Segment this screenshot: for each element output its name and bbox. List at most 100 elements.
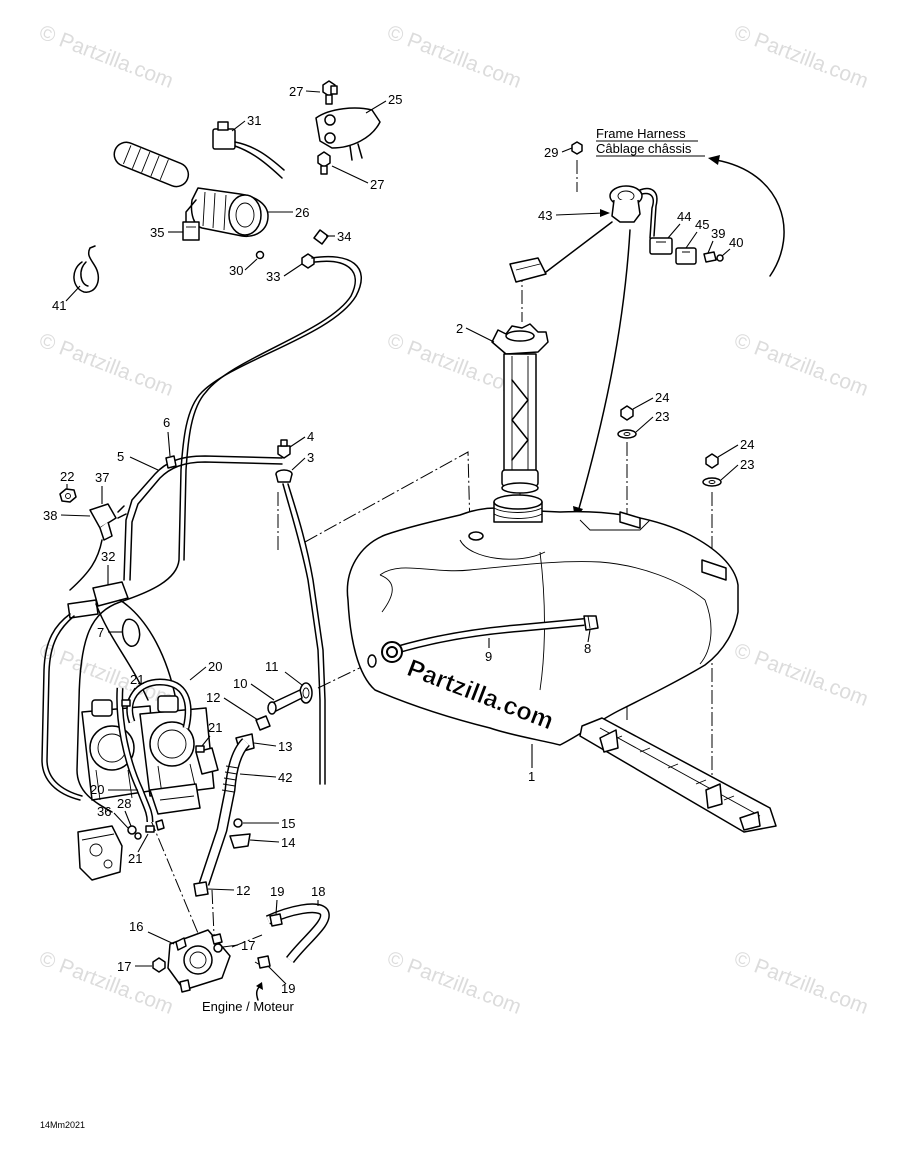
callout-label: 40 <box>729 235 743 250</box>
fuel-cap-gauge-2 <box>491 323 549 494</box>
callout: 21 <box>201 720 222 747</box>
callout-label: 18 <box>311 884 325 899</box>
frame-harness-text: Frame Harness <box>596 126 686 141</box>
callout-label: 34 <box>337 229 351 244</box>
engine-label: Engine / Moteur <box>202 999 294 1014</box>
callout: 8 <box>584 629 591 656</box>
watermark-text: © Partzilla.com <box>731 21 871 93</box>
callout: 9 <box>485 638 492 664</box>
callout-label: 41 <box>52 298 66 313</box>
nut-22 <box>59 488 77 503</box>
callout: 20 <box>90 782 138 797</box>
callout-label: 29 <box>544 145 558 160</box>
callout: 17 <box>222 938 255 953</box>
callout: 14 <box>249 835 295 850</box>
cable-tie-41 <box>73 245 100 293</box>
callout-label: 37 <box>95 470 109 485</box>
callout: 11 <box>265 659 303 686</box>
callout: 33 <box>266 263 303 284</box>
callout: 31 <box>231 113 261 132</box>
screw-30 <box>255 250 265 260</box>
bolt-27-lower <box>317 151 331 175</box>
connectors-44-45 <box>649 237 697 265</box>
drawing-code: 14Mm2021 <box>40 1120 85 1130</box>
fitting-10-11 <box>267 682 313 715</box>
callout-label: 25 <box>388 92 402 107</box>
pins-39-40 <box>703 251 724 263</box>
watermark-text: © Partzilla.com <box>384 947 524 1019</box>
callout-label: 15 <box>281 816 295 831</box>
callout: 19 <box>267 965 295 996</box>
callout: 34 <box>326 229 351 244</box>
callout: 23 <box>635 409 669 433</box>
callout: 20 <box>189 659 222 681</box>
callout: 37 <box>95 470 109 504</box>
callout: 32 <box>101 549 115 585</box>
cable-tie-7 <box>121 618 141 647</box>
nut-24-left <box>620 405 634 421</box>
callout-label: 19 <box>270 884 284 899</box>
clip-6 <box>165 455 177 469</box>
callout-label: 16 <box>129 919 143 934</box>
fittings-28-36 <box>127 819 165 840</box>
callout: 21 <box>128 833 149 866</box>
callout: 13 <box>253 739 292 754</box>
callout-label: 32 <box>101 549 115 564</box>
primer-block <box>77 825 123 881</box>
callout: 23 <box>720 457 754 481</box>
callout-label: 21 <box>208 720 222 735</box>
clamps-19 <box>257 913 283 969</box>
callout-label: 39 <box>711 226 725 241</box>
callout-label: 13 <box>278 739 292 754</box>
callout-label: 27 <box>370 177 384 192</box>
callout-label: 26 <box>295 205 309 220</box>
frame-harness-arrow <box>708 155 785 277</box>
callout-label: 27 <box>289 84 303 99</box>
callout: 18 <box>311 884 325 906</box>
callout-label: 28 <box>117 796 131 811</box>
switch-37-38 <box>69 503 127 591</box>
frame-harness-label: Frame Harness Câblage châssis <box>596 126 705 157</box>
callout: 16 <box>129 919 175 945</box>
callout: 35 <box>150 225 183 240</box>
callout-label: 14 <box>281 835 295 850</box>
callout-label: 22 <box>60 469 74 484</box>
washer-23-right <box>702 477 722 487</box>
callout-label: 43 <box>538 208 552 223</box>
callout-label: 24 <box>740 437 754 452</box>
engine-arrow <box>255 982 263 1001</box>
callout-label: 31 <box>247 113 261 128</box>
callout-label: 45 <box>695 217 709 232</box>
callout-label: 8 <box>584 641 591 656</box>
callout: 21 <box>127 672 144 701</box>
callout-label: 23 <box>740 457 754 472</box>
callout: 44 <box>667 209 691 239</box>
callout-label: 36 <box>97 804 111 819</box>
screw-17-right <box>213 943 223 953</box>
watermark-text: © Partzilla.com <box>36 329 176 401</box>
callout: 10 <box>233 676 275 701</box>
callout-label: 24 <box>655 390 669 405</box>
frame-harness-fr-text: Câblage châssis <box>596 141 692 156</box>
callout: 26 <box>268 205 309 220</box>
callout-label: 1 <box>528 769 535 784</box>
callout-label: 11 <box>265 659 279 674</box>
callout-label: 12 <box>206 690 220 705</box>
vent-hose <box>282 483 326 785</box>
callout: 24 <box>717 437 754 458</box>
callout: 22 <box>60 469 74 489</box>
callout: 2 <box>456 321 495 343</box>
callout-label: 19 <box>281 981 295 996</box>
callout: 17 <box>117 959 152 974</box>
callout-label: 33 <box>266 269 280 284</box>
callout-label: 23 <box>655 409 669 424</box>
callout: 27 <box>331 165 384 192</box>
bolt-27-upper <box>322 80 338 105</box>
callout: 41 <box>52 285 81 313</box>
hose-20-lower <box>116 687 154 823</box>
callout: 29 <box>544 145 573 160</box>
fitting-4 <box>277 439 291 459</box>
clamps-21 <box>121 699 205 833</box>
callout-label: 9 <box>485 649 492 664</box>
